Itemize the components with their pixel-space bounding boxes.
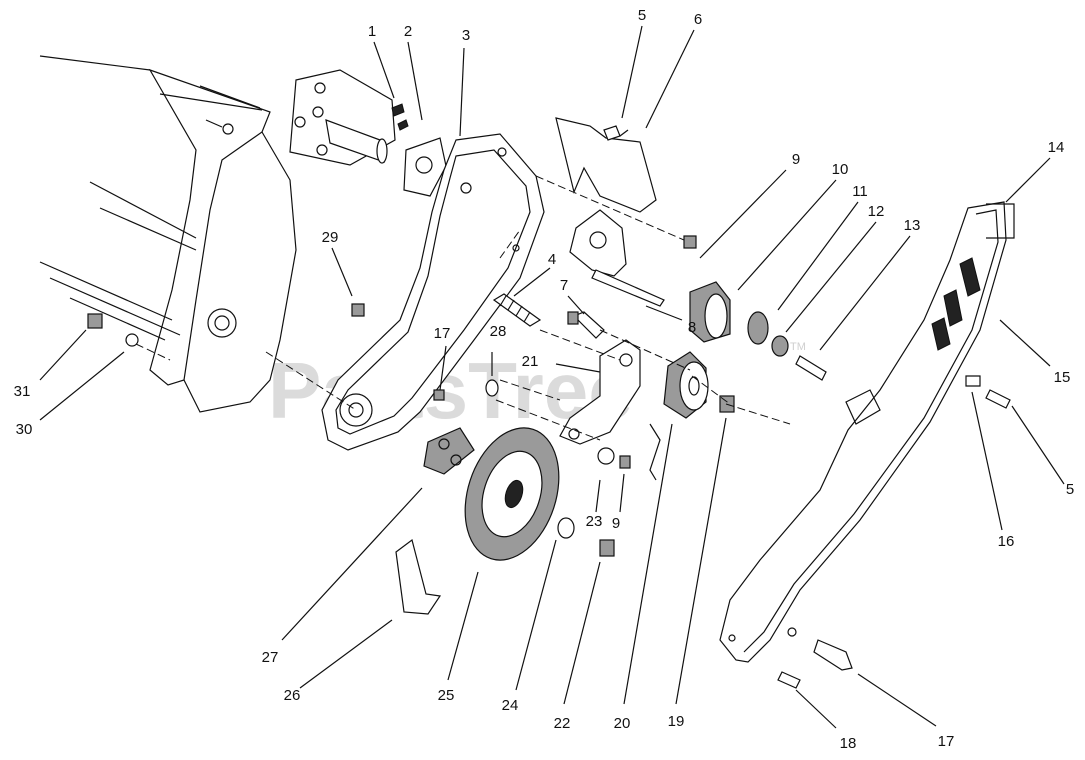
callout-17-right: 17 xyxy=(938,733,955,750)
belt-26 xyxy=(395,538,442,615)
gasket-14 xyxy=(986,203,1015,239)
callout-17-left: 17 xyxy=(434,325,451,342)
bolt-17a xyxy=(433,389,445,401)
bushing-stack xyxy=(683,235,827,381)
nut-31 xyxy=(87,313,103,329)
callout-9-top: 9 xyxy=(792,151,800,168)
callout-8: 8 xyxy=(688,319,696,336)
idler-pulley xyxy=(663,351,709,419)
link-27 xyxy=(423,427,475,475)
callout-29: 29 xyxy=(322,229,339,246)
callout-9-bottom: 9 xyxy=(612,515,620,532)
callout-10: 10 xyxy=(832,161,849,178)
callout-23: 23 xyxy=(586,513,603,530)
callout-1: 1 xyxy=(368,23,376,40)
callout-25: 25 xyxy=(438,687,455,704)
leader-lines xyxy=(39,25,1065,729)
auger-housing xyxy=(39,55,297,413)
callout-30: 30 xyxy=(16,421,33,438)
drive-pulley xyxy=(464,427,560,561)
callout-14: 14 xyxy=(1048,139,1065,156)
shaft-assembly xyxy=(289,69,447,197)
callout-21: 21 xyxy=(522,353,539,370)
bracket-upper xyxy=(555,117,657,213)
tensioner-arm xyxy=(569,209,665,307)
callouts: 1 2 3 5 6 9 10 11 12 13 14 29 4 7 8 15 1… xyxy=(14,7,1075,752)
callout-20: 20 xyxy=(614,715,631,732)
callout-15: 15 xyxy=(1054,369,1071,386)
belt-cover xyxy=(719,201,1007,663)
washer-30 xyxy=(125,333,139,347)
callout-22: 22 xyxy=(554,715,571,732)
callout-27: 27 xyxy=(262,649,279,666)
callout-11: 11 xyxy=(852,183,868,200)
spring-clip xyxy=(649,423,661,481)
callout-16: 16 xyxy=(998,533,1015,550)
callout-3: 3 xyxy=(462,27,470,44)
callout-26: 26 xyxy=(284,687,301,704)
callout-5-top: 5 xyxy=(638,7,646,24)
washer-23 xyxy=(597,447,615,465)
nut-22 xyxy=(599,539,615,557)
screw-18 xyxy=(777,671,801,689)
callout-31: 31 xyxy=(14,383,31,400)
alignment-lines xyxy=(135,175,791,441)
nut-9b xyxy=(619,455,631,469)
bolt-7 xyxy=(567,311,605,339)
callout-7: 7 xyxy=(560,277,568,294)
spring xyxy=(492,293,542,327)
callout-28: 28 xyxy=(490,323,507,340)
washer-16 xyxy=(965,375,981,387)
bolt-17b xyxy=(813,639,853,671)
callout-12: 12 xyxy=(868,203,885,220)
washer-28 xyxy=(485,379,499,397)
callout-2: 2 xyxy=(404,23,412,40)
callout-13: 13 xyxy=(904,217,921,234)
callout-24: 24 xyxy=(502,697,519,714)
bolt-29 xyxy=(351,303,365,317)
callout-5-right: 5 xyxy=(1066,481,1074,498)
callout-4: 4 xyxy=(548,251,556,268)
callout-6: 6 xyxy=(694,11,702,28)
drive-plate xyxy=(321,133,545,451)
watermark-trademark: TM xyxy=(790,341,806,353)
callout-19: 19 xyxy=(668,713,685,730)
washer-24 xyxy=(557,517,575,539)
bolt-5b xyxy=(985,389,1011,409)
callout-18: 18 xyxy=(840,735,857,752)
